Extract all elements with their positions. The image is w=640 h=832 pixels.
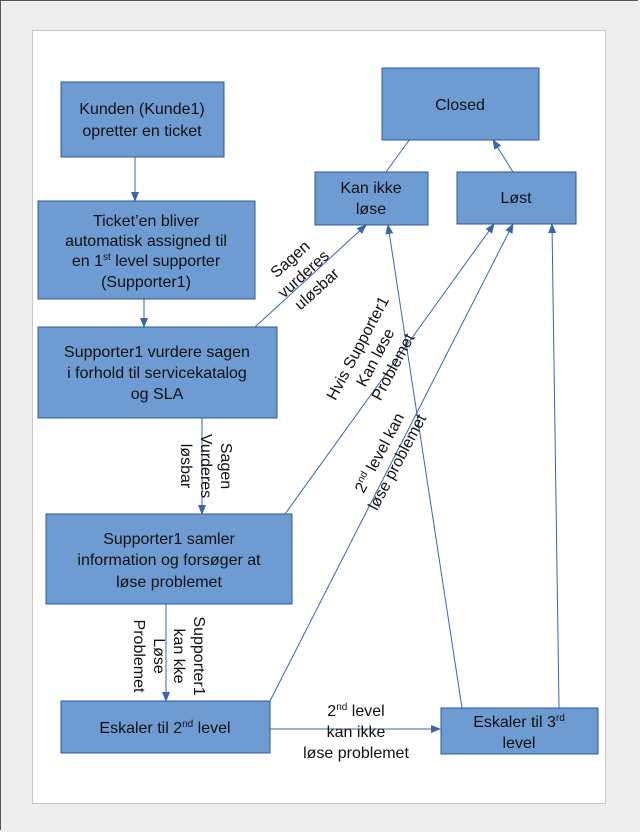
node-esk3-line2: level	[503, 735, 536, 752]
kanikke-loese-line4: Problemet	[130, 620, 147, 693]
node-closed: Closed	[381, 67, 540, 141]
node-kanikke-line1: Kan ikke	[340, 180, 401, 197]
loesbar-line2: Vurderes	[197, 434, 214, 498]
kanikke-loese-line2: kan kke	[170, 628, 187, 683]
loesbar-line3: løsbar	[177, 444, 194, 489]
edge-label-2nd-level-kan: 2nd level kan løse problemet	[352, 411, 430, 514]
node-vurdere-line1: Supporter1 vurdere sagen	[64, 344, 250, 361]
node-kunde-line2: opretter en ticket	[82, 123, 202, 140]
node-assigned-line4: (Supporter1)	[101, 274, 191, 291]
edge-label-kan-ikke-loese: Supporter1 kan kke Løse Problemet	[130, 616, 207, 695]
node-vurdere-line3: og SLA	[131, 386, 184, 403]
node-eskaler-2: Eskaler til 2nd level	[60, 700, 271, 754]
node-kanikke-line2: løse	[356, 201, 386, 218]
node-eskaler-3: Eskaler til 3rd level	[440, 707, 599, 755]
kanikke-loese-line3: Løse	[150, 638, 167, 674]
loesbar-line1: Sagen	[217, 443, 234, 489]
node-kunde-line1: Kunden (Kunde1)	[79, 101, 204, 118]
node-samler-line1: Supporter1 samler	[103, 531, 235, 548]
edge-esk3-to-kanikke	[385, 224, 463, 709]
node-loest-label: Løst	[500, 190, 532, 207]
edge-esk2-to-lost	[269, 223, 514, 702]
edge-esk3-to-lost	[548, 223, 560, 709]
node-kan-ikke-loese: Kan ikke løse	[314, 171, 429, 226]
node-assigned-line3: en 1st level supporter	[72, 252, 221, 270]
node-closed-label: Closed	[435, 97, 485, 114]
kanikke-loese-line1: Supporter1	[190, 616, 207, 695]
edge-label-2nd-level-kan-ikke: 2nd level kan ikke løse problemet	[303, 702, 409, 762]
node-assigned-line2: automatisk assigned til	[65, 233, 227, 250]
edge-samler-to-lost	[284, 223, 495, 515]
node-esk3-line1: Eskaler til 3rd	[473, 713, 565, 731]
edge-vurdere-to-kanikke	[254, 224, 367, 328]
node-samler-line2: information og forsøger at	[77, 552, 261, 569]
edge-lost-to-closed	[492, 139, 514, 173]
node-loest: Løst	[456, 171, 577, 225]
node-esk2-label: Eskaler til 2nd level	[99, 719, 230, 737]
edge-label-loesbar: Sagen Vurderes løsbar	[177, 434, 234, 498]
node-assigned-line1: Ticket’en bliver	[93, 213, 200, 230]
node-samler: Supporter1 samler information og forsøge…	[45, 513, 293, 605]
connectors	[131, 127, 560, 733]
node-vurdere: Supporter1 vurdere sagen i forhold til s…	[37, 326, 278, 419]
l2-kanikke-line2: kan ikke	[327, 724, 386, 741]
node-vurdere-line2: i forhold til servicekatalog	[67, 365, 247, 382]
node-kunde: Kunden (Kunde1) opretter en ticket	[60, 81, 225, 158]
edge-label-uloesbar: Sagen vurderes uløsbar	[268, 238, 344, 314]
l2-kanikke-line1: 2nd level	[327, 702, 384, 720]
edge-label-hvis-kan-loese: Hvis Supporter1 Kan løse Problemet	[324, 294, 419, 404]
node-samler-line3: løse problemet	[116, 574, 222, 591]
node-assigned: Ticket’en bliver automatisk assigned til…	[37, 200, 256, 300]
l2-kanikke-line3: løse problemet	[303, 745, 409, 762]
